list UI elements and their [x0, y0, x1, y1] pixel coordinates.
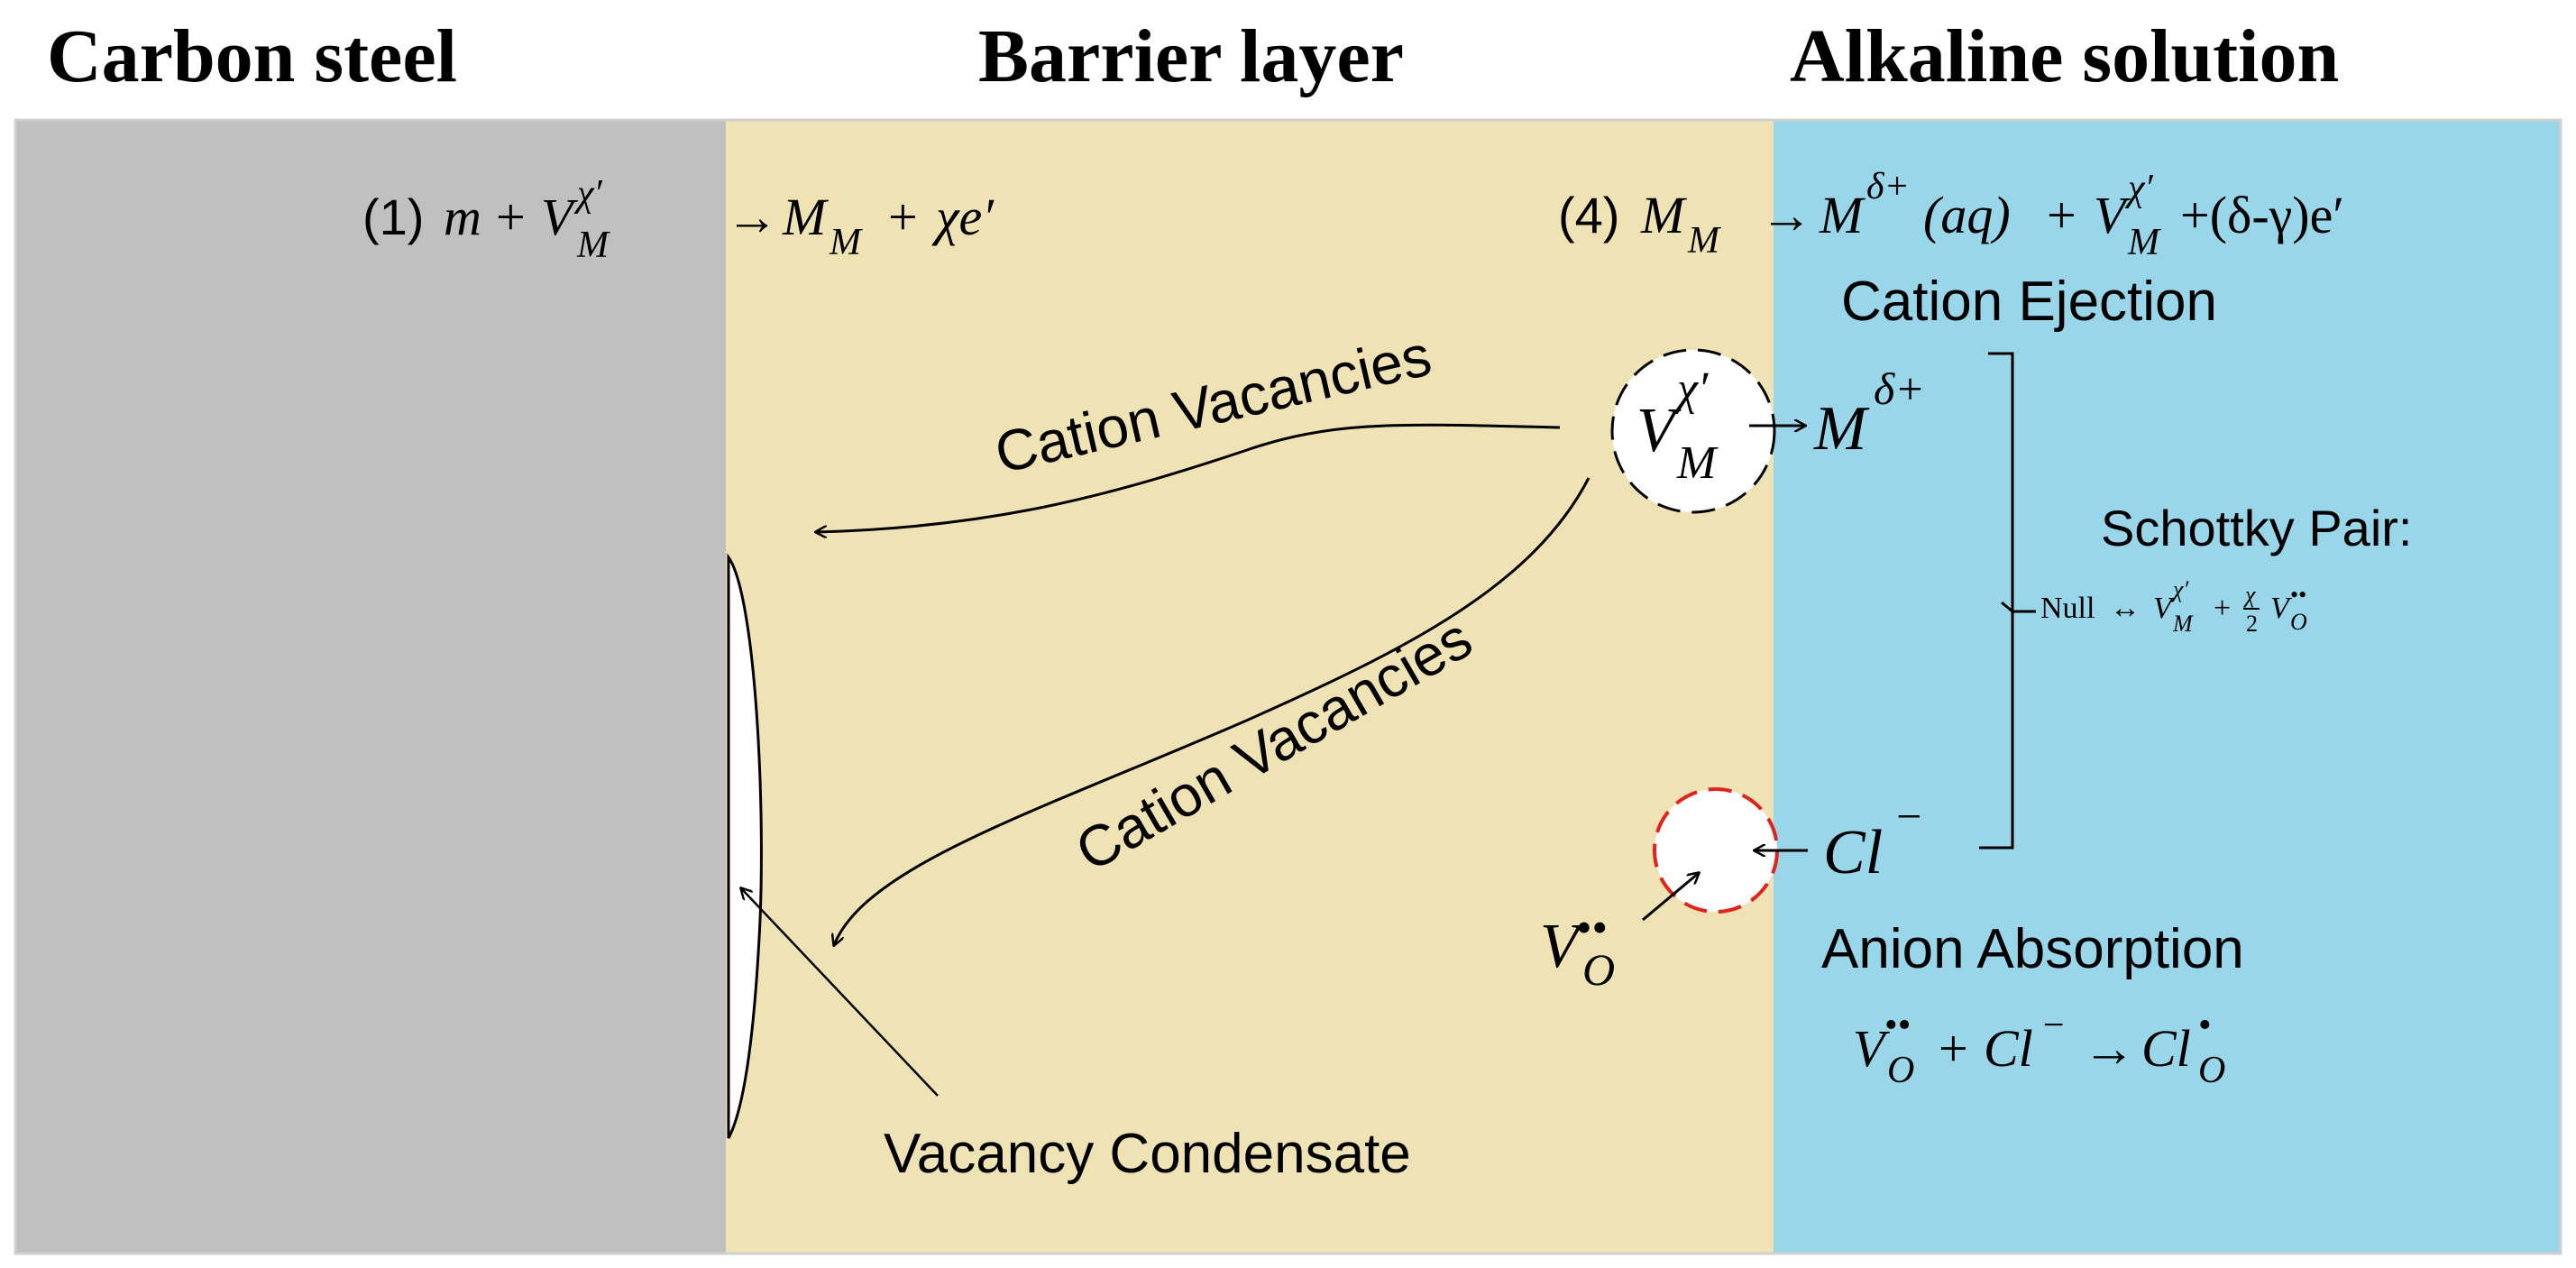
svg-text:M: M — [1676, 437, 1719, 489]
schottky-bracket-tip — [2001, 601, 2013, 613]
oxygen-vacancy-symbol: V O •• — [1540, 902, 1615, 995]
metal-cation: M δ+ — [1813, 363, 1925, 464]
svg-text:M: M — [1813, 394, 1870, 464]
svg-text:M: M — [1687, 220, 1721, 262]
svg-text:χ′: χ′ — [573, 173, 602, 215]
svg-text:••: •• — [1576, 902, 1608, 952]
cation-vacancy-symbol: V χ′ M — [1636, 363, 1719, 489]
svg-text:χe′: χe′ — [931, 188, 995, 246]
svg-text:χ′: χ′ — [2124, 168, 2153, 209]
vacancy-condensate-pointer — [741, 888, 939, 1097]
svg-text:→: → — [2083, 1019, 2135, 1078]
svg-text:Cl: Cl — [2141, 1019, 2191, 1078]
svg-text:→: → — [726, 188, 778, 246]
svg-text:M: M — [2172, 611, 2194, 637]
figure-border — [14, 118, 2562, 1255]
absorption-equation: V O •• + Cl − → Cl O • — [1853, 1005, 2225, 1091]
svg-text:+: + — [496, 188, 526, 246]
svg-text:↔: ↔ — [2110, 592, 2141, 625]
schottky-pair-label: Schottky Pair: — [2101, 500, 2412, 556]
svg-text:2: 2 — [2246, 611, 2258, 637]
reaction-1: (1) m + V χ′ M → M M + χe′ — [362, 173, 995, 266]
anion-absorption-label: Anion Absorption — [1821, 918, 2244, 980]
alkaline-solution-region — [1774, 120, 2561, 1254]
svg-text:χ: χ — [2242, 582, 2256, 608]
svg-text:+: + — [888, 188, 918, 246]
svg-text:Cl: Cl — [1823, 818, 1883, 887]
barrier-layer-title: Barrier layer — [978, 14, 1404, 98]
cation-vacancy-lower-arrow — [834, 477, 1591, 945]
svg-text:+: + — [2047, 186, 2076, 244]
svg-text:M: M — [829, 222, 863, 263]
svg-text:M: M — [576, 225, 610, 266]
svg-text:M: M — [1640, 186, 1687, 244]
svg-text:δ+: δ+ — [1874, 363, 1925, 414]
vacancy-condensate-label: Vacancy Condensate — [884, 1123, 1411, 1185]
schottky-bracket — [1979, 352, 2036, 850]
barrier-layer-region — [726, 120, 1774, 1254]
svg-text:•: • — [2198, 1005, 2212, 1046]
carbon-steel-region — [15, 120, 726, 1254]
svg-text:V: V — [1853, 1019, 1891, 1078]
svg-text:M: M — [2127, 222, 2161, 263]
svg-text:O: O — [2198, 1050, 2225, 1091]
svg-text:Cl: Cl — [1984, 1019, 2033, 1078]
svg-text:••: •• — [2290, 582, 2306, 608]
cation-vacancy-circle — [1610, 348, 1776, 514]
chloride-ion: Cl − — [1823, 791, 1924, 887]
svg-text:+: + — [1939, 1019, 1968, 1078]
svg-text:−: − — [2040, 1005, 2066, 1046]
reaction-4: (4) M M → M δ+ (aq) + V χ′ M +(δ-γ)e′ — [1558, 166, 2344, 263]
cation-vacancy-upper-arrow — [816, 423, 1561, 532]
svg-text:O: O — [1582, 944, 1615, 995]
alkaline-solution-title: Alkaline solution — [1790, 14, 2340, 98]
svg-text:+(δ-γ)e′: +(δ-γ)e′ — [2180, 186, 2344, 244]
svg-text:••: •• — [1884, 1005, 1911, 1046]
svg-text:(4): (4) — [1558, 187, 1619, 243]
svg-text:+: + — [2214, 592, 2231, 625]
svg-text:M: M — [1819, 186, 1866, 244]
carbon-steel-title: Carbon steel — [47, 14, 457, 98]
svg-text:Null: Null — [2040, 592, 2095, 625]
svg-text:δ+: δ+ — [1866, 166, 1910, 207]
svg-text:−: − — [1893, 791, 1924, 841]
svg-text:χ′: χ′ — [2170, 576, 2188, 602]
svg-text:O: O — [2290, 609, 2307, 635]
cation-ejection-label: Cation Ejection — [1841, 271, 2217, 333]
svg-text:V: V — [1540, 912, 1585, 981]
svg-text:V: V — [1636, 396, 1682, 465]
svg-text:M: M — [782, 188, 829, 246]
svg-text:V: V — [541, 188, 579, 246]
svg-text:O: O — [1887, 1050, 1914, 1091]
svg-text:→: → — [1760, 186, 1812, 244]
vacancy-condensate-void — [727, 553, 763, 1139]
svg-text:V: V — [2094, 186, 2131, 244]
svg-text:m: m — [444, 188, 481, 246]
svg-text:(aq): (aq) — [1923, 186, 2011, 244]
svg-text:(1): (1) — [362, 188, 424, 245]
oxygen-vacancy-pointer — [1642, 873, 1699, 922]
svg-text:χ′: χ′ — [1673, 363, 1710, 415]
